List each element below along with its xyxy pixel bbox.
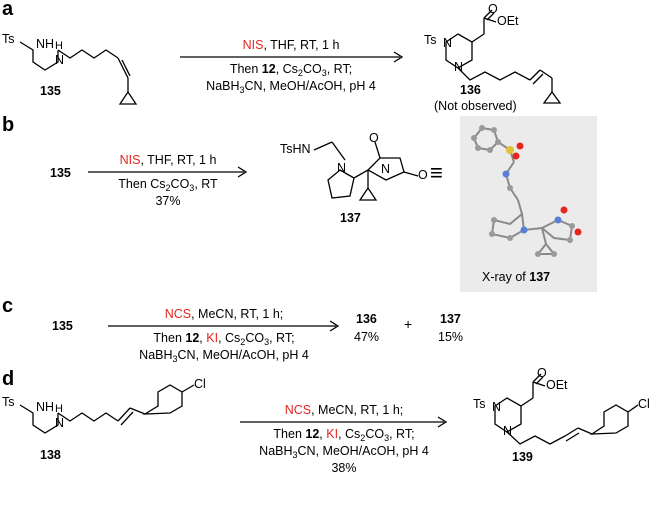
yield-d: 38% (331, 461, 357, 475)
compound-136-product-c: 136 (356, 312, 377, 326)
ts-label-135: Ts (2, 32, 15, 46)
compound-135-label: 135 (40, 84, 61, 98)
compound-137-product-c: 137 (440, 312, 461, 326)
n-label-138: N (55, 416, 65, 430)
conditions-b-line2: Then Cs2CO3, RT (118, 177, 218, 193)
xray-structure-image (471, 125, 582, 257)
panel-label-c: c (2, 295, 14, 317)
n-pyrrolidine-label: N (337, 161, 347, 175)
compound-136-label: 136 (460, 83, 481, 97)
o2-label-137: O (418, 168, 428, 182)
tshn-label-137: TsHN (280, 142, 311, 156)
cl-label-139: Cl (638, 397, 650, 411)
n1-label-139: N (492, 400, 502, 414)
oet-label-136: OEt (497, 14, 519, 28)
conditions-c-line1: NCS, MeCN, RT, 1 h; (164, 307, 284, 321)
conditions-a-line3: NaBH3CN, MeOH/AcOH, pH 4 (206, 79, 376, 95)
equivalence-symbol: ≡ (430, 160, 443, 185)
ts-label-139: Ts (473, 397, 486, 411)
o-label-139: O (537, 366, 547, 380)
compound-135-label-b: 135 (50, 166, 71, 180)
conditions-d-line3: NaBH3CN, MeOH/AcOH, pH 4 (259, 444, 429, 460)
compound-138-label: 138 (40, 448, 61, 462)
h-label-138: H (55, 403, 63, 415)
xray-structure-panel: X-ray of 137 (460, 116, 597, 292)
h-label-135: H (55, 40, 63, 52)
plus-sign: + (404, 316, 413, 332)
compound-137-label: 137 (340, 211, 361, 225)
oet-label-139: OEt (546, 378, 568, 392)
conditions-b-line1: NIS, THF, RT, 1 h (119, 153, 217, 167)
conditions-a-line1: NIS, THF, RT, 1 h (242, 38, 340, 52)
conditions-c-line3: NaBH3CN, MeOH/AcOH, pH 4 (139, 348, 309, 364)
o-label-136: O (488, 2, 498, 16)
n2-label-139: N (503, 424, 513, 438)
not-observed-note: (Not observed) (434, 99, 517, 113)
yield-b: 37% (155, 194, 181, 208)
yield-136-c: 47% (354, 330, 380, 344)
ts-label-138: Ts (2, 395, 15, 409)
nh-label-138: NH (36, 400, 55, 414)
xray-caption: X-ray of 137 (482, 270, 551, 284)
nh-label-135: NH (36, 37, 55, 51)
conditions-c-line2: Then 12, KI, Cs2CO3, RT; (153, 331, 295, 347)
compound-135-label-c: 135 (52, 319, 73, 333)
cl-label-138: Cl (194, 377, 206, 391)
ts-label-136: Ts (424, 33, 437, 47)
conditions-d-line2: Then 12, KI, Cs2CO3, RT; (273, 427, 415, 443)
panel-label-d: d (2, 368, 15, 390)
compound-139-label: 139 (512, 450, 533, 464)
panel-label-a: a (2, 0, 14, 20)
o1-label-137: O (369, 131, 379, 145)
conditions-a-line2: Then 12, Cs2CO3, RT; (229, 62, 353, 78)
n-succinimide-label: N (381, 162, 391, 176)
n1-label-136: N (443, 36, 453, 50)
panel-label-b: b (2, 114, 15, 136)
n-label-135: N (55, 53, 65, 67)
n2-label-136: N (454, 60, 464, 74)
yield-137-c: 15% (438, 330, 464, 344)
conditions-d-line1: NCS, MeCN, RT, 1 h; (284, 403, 404, 417)
